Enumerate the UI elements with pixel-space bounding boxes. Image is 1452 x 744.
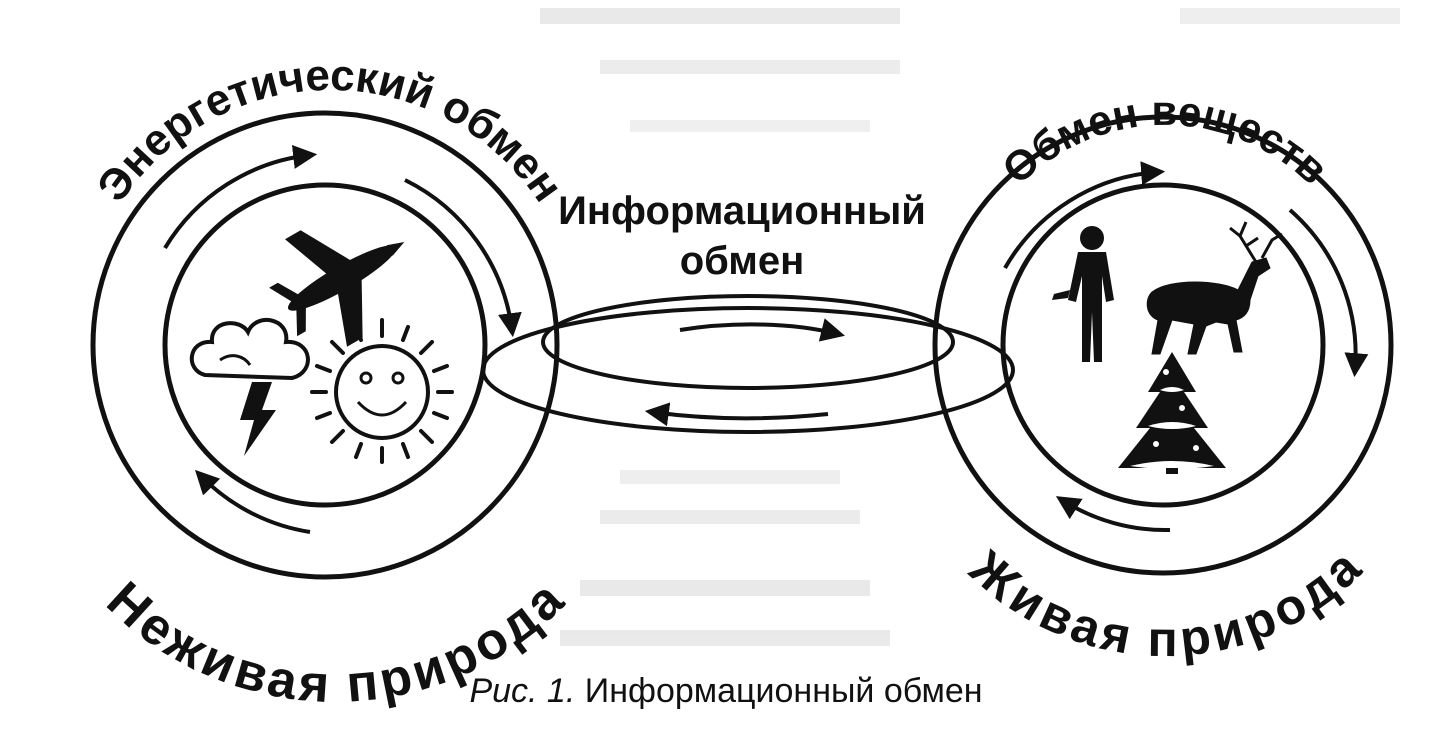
info-exchange-label-line2: обмен bbox=[680, 239, 805, 283]
info-arrow-back bbox=[644, 402, 829, 427]
info-ring-lower bbox=[481, 306, 1015, 434]
left-cycle-arrows bbox=[163, 144, 522, 534]
figure-caption: Рис. 1. Информационный обмен bbox=[0, 672, 1452, 711]
human-figure-icon bbox=[1052, 226, 1114, 362]
right-arrow-right bbox=[1288, 208, 1369, 378]
info-exchange-label-line1: Информационный bbox=[558, 189, 926, 233]
fir-tree-icon bbox=[1118, 352, 1226, 474]
lightning-icon bbox=[240, 382, 276, 456]
info-arrow-forward bbox=[679, 318, 845, 342]
smiling-sun-icon bbox=[310, 318, 454, 464]
right-outer-ring bbox=[932, 114, 1394, 576]
deer-icon bbox=[1146, 221, 1283, 355]
left-arrow-bottom bbox=[194, 469, 311, 534]
left-arrow-right bbox=[404, 178, 522, 338]
left-outer-ring bbox=[90, 110, 560, 580]
left-circle-nonliving bbox=[90, 110, 560, 580]
background-bleed-through bbox=[540, 8, 1400, 646]
left-inner-ring bbox=[162, 182, 488, 508]
information-exchange-ring bbox=[481, 294, 1015, 434]
right-arrow-top bbox=[1003, 161, 1166, 269]
right-arrow-bottom bbox=[1055, 496, 1171, 533]
info-ring-upper bbox=[541, 294, 955, 390]
right-cycle-arrows bbox=[1003, 161, 1369, 533]
left-arrow-top bbox=[163, 144, 318, 250]
matter-exchange-label: Обмен веществ bbox=[993, 87, 1337, 193]
figure-number: Рис. 1. bbox=[469, 672, 576, 710]
figure-caption-text: Информационный обмен bbox=[584, 672, 983, 710]
storm-cloud-icon bbox=[189, 318, 310, 381]
living-nature-label: Живая природа bbox=[959, 538, 1372, 667]
